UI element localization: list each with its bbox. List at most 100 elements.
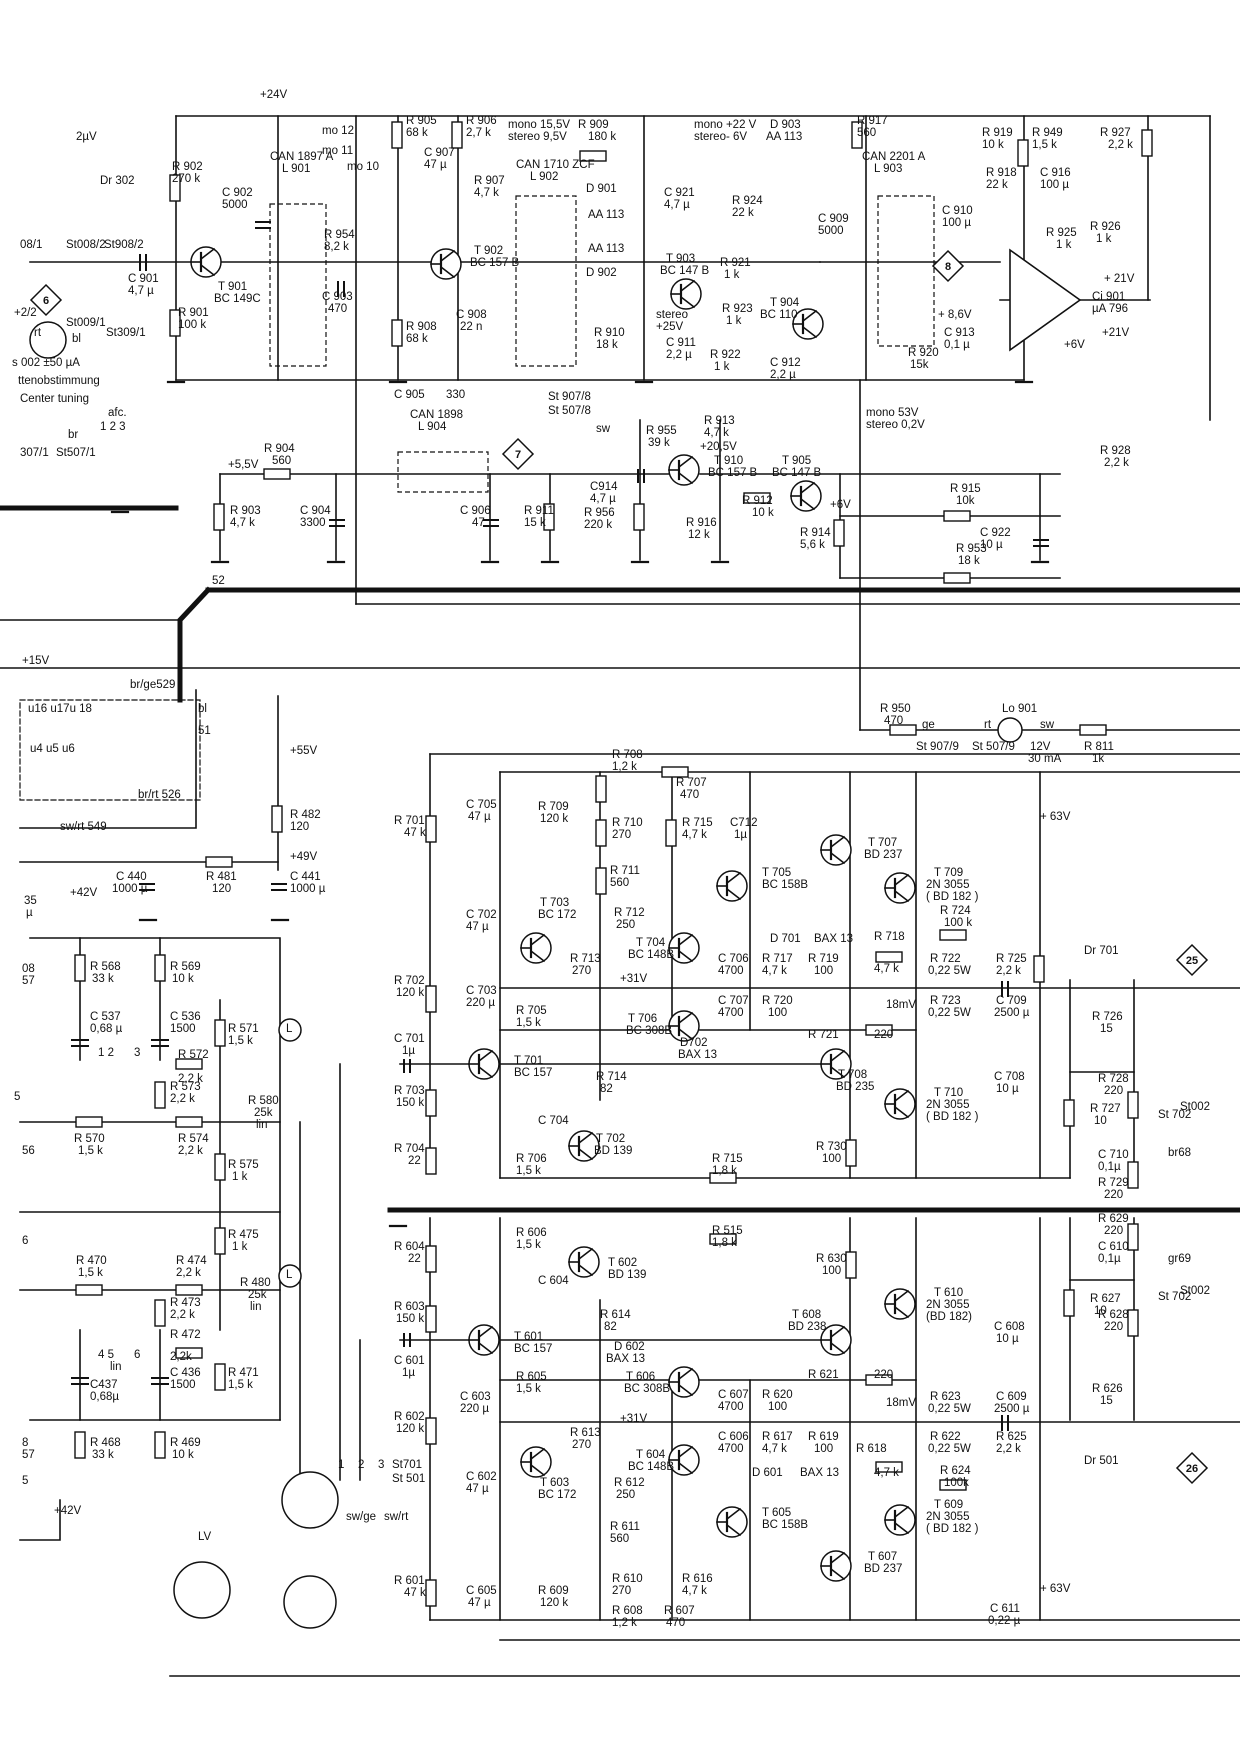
component-label: sw: [1040, 719, 1055, 731]
component-label: R 919: [982, 127, 1013, 139]
transistor-symbol: [668, 1444, 700, 1476]
component-label: L 901: [282, 163, 310, 175]
component-label: R 605: [516, 1371, 547, 1383]
capacitors: [71, 221, 1049, 1431]
component-label: R 949: [1032, 127, 1063, 139]
component-label: R 474: [176, 1255, 207, 1267]
transistor-symbol: [820, 1550, 852, 1582]
component-label: R 609: [538, 1585, 569, 1597]
component-label: R 712: [614, 907, 645, 919]
component-label: R 915: [950, 483, 981, 495]
component-label: C 536: [170, 1011, 201, 1023]
component-label: 220 µ: [466, 997, 495, 1009]
component-label: 10 µ: [996, 1083, 1019, 1095]
component-label: T 604: [636, 1449, 666, 1461]
component-label: 470: [884, 715, 903, 727]
component-label: 120 k: [540, 813, 568, 825]
component-label: BD 235: [836, 1081, 874, 1093]
component-label: St 507/8: [548, 405, 591, 417]
component-label: D 903: [770, 119, 801, 131]
component-label: 15: [1100, 1395, 1113, 1407]
component-label: 330: [446, 389, 465, 401]
component-label: 22 k: [732, 207, 754, 219]
component-label: 1 2: [98, 1047, 114, 1059]
component-label: 22 k: [986, 179, 1008, 191]
component-label: R 906: [466, 115, 497, 127]
component-label: R 921: [720, 257, 751, 269]
component-label: R 953: [956, 543, 987, 555]
component-label: R 718: [874, 931, 905, 943]
component-label: 120 k: [396, 1423, 424, 1435]
component-label: br/rt 526: [138, 789, 181, 801]
component-label: R 480: [240, 1277, 271, 1289]
component-label: R 622: [930, 1431, 961, 1443]
component-label: 470: [680, 789, 699, 801]
component-label: R 608: [612, 1605, 643, 1617]
component-label: µA 796: [1092, 303, 1128, 315]
component-label: 220: [874, 1369, 893, 1381]
component-label: T 709: [934, 867, 963, 879]
component-label: mono +22 V: [694, 119, 757, 131]
component-label: 82: [604, 1321, 617, 1333]
component-label: T 705: [762, 867, 791, 879]
component-label: 4,7 µ: [128, 285, 154, 297]
component-label: R 515: [712, 1225, 743, 1237]
component-label: R 580: [248, 1095, 279, 1107]
component-label: 0,22 5W: [928, 1403, 971, 1415]
component-label: C 708: [994, 1071, 1025, 1083]
component-label: sw: [596, 423, 611, 435]
component-label: stereo: [656, 309, 688, 321]
component-label: 1,8 k: [712, 1165, 737, 1177]
transistor-symbol: [716, 870, 748, 902]
component-label: 2N 3055: [926, 1099, 969, 1111]
component-label: R 626: [1092, 1383, 1123, 1395]
component-label: BC 148B: [628, 1461, 674, 1473]
component-label: +49V: [290, 851, 318, 863]
component-label: R 621: [808, 1369, 839, 1381]
component-label: 220: [1104, 1189, 1123, 1201]
component-label: C712: [730, 817, 758, 829]
component-label: 12V: [1030, 741, 1051, 753]
component-label: 1,5 k: [78, 1267, 103, 1279]
reference-number: 26: [1186, 1463, 1198, 1475]
component-label: L 904: [418, 421, 447, 433]
component-label: 560: [272, 455, 291, 467]
component-label: T 601: [514, 1331, 543, 1343]
component-label: BC 157: [514, 1067, 552, 1079]
component-label: R 610: [612, 1573, 643, 1585]
component-label: 4,7 k: [474, 187, 499, 199]
component-label: 4700: [718, 965, 744, 977]
component-label: 100: [822, 1265, 841, 1277]
component-label: BD 139: [594, 1145, 632, 1157]
component-label: R 607: [664, 1605, 695, 1617]
component-label: C 610: [1098, 1241, 1129, 1253]
component-label: Center tuning: [20, 393, 89, 405]
component-label: 10 k: [982, 139, 1004, 151]
component-label: C 604: [538, 1275, 569, 1287]
reference-diamond: 7: [501, 437, 535, 471]
transistor-symbol: [568, 1246, 600, 1278]
component-label: 22 n: [460, 321, 482, 333]
reference-number: 8: [945, 261, 951, 273]
component-label: R 627: [1090, 1293, 1121, 1305]
component-label: +42V: [54, 1505, 82, 1517]
component-label: 2: [358, 1459, 364, 1471]
component-label: T 710: [934, 1087, 963, 1099]
component-label: R 704: [394, 1143, 425, 1155]
component-label: D702: [680, 1037, 708, 1049]
component-label: R 612: [614, 1477, 645, 1489]
transistor-symbol: [820, 1324, 852, 1356]
component-label: 6: [22, 1235, 28, 1247]
component-label: br68: [1168, 1147, 1191, 1159]
component-label: 1,5 k: [516, 1165, 541, 1177]
component-label: 8,2 k: [324, 241, 349, 253]
component-label: T 703: [540, 897, 569, 909]
component-label: 270 k: [172, 173, 200, 185]
component-label: C914: [590, 481, 618, 493]
component-label: St309/1: [106, 327, 146, 339]
component-label: T 905: [782, 455, 811, 467]
component-label: 100: [768, 1401, 787, 1413]
transistor-symbol: [792, 308, 824, 340]
component-label: St 507/9: [972, 741, 1015, 753]
component-label: C 905: [394, 389, 425, 401]
